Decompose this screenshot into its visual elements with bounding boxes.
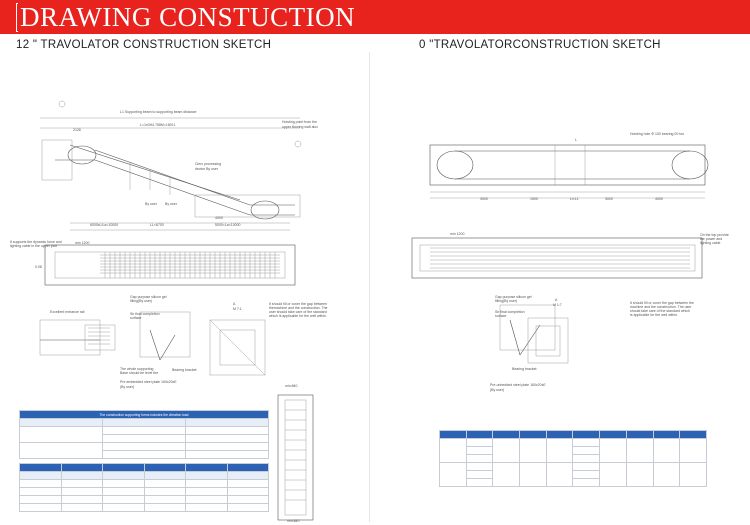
svg-text:A: A bbox=[233, 302, 236, 306]
svg-text:(By user): (By user) bbox=[490, 388, 504, 392]
svg-text:L1 Supporting beam to supporti: L1 Supporting beam to supporting beam di… bbox=[120, 110, 197, 114]
svg-text:Pre-embedded steel plate 160x2: Pre-embedded steel plate 160x20xE bbox=[120, 380, 177, 384]
column-divider bbox=[369, 52, 370, 522]
svg-text:upper flooring walt alox: upper flooring walt alox bbox=[282, 125, 318, 129]
left-detail-sketches: Excellent entrance rail Gap purpose sili… bbox=[39, 295, 328, 389]
right-plan-sketch: On the top provide the power and lightin… bbox=[411, 232, 729, 279]
svg-text:4000: 4000 bbox=[215, 216, 223, 220]
svg-text:device By user: device By user bbox=[195, 167, 219, 171]
svg-text:M 1:7: M 1:7 bbox=[553, 303, 562, 307]
svg-text:By user: By user bbox=[165, 202, 178, 206]
svg-text:filling(By user): filling(By user) bbox=[495, 299, 517, 303]
svg-text:user should take care of the s: user should take care of the standard bbox=[269, 310, 327, 314]
svg-text:5000<La<10000: 5000<La<10000 bbox=[215, 223, 241, 227]
left-height-table bbox=[19, 463, 269, 512]
right-detail-sketches: Gap purpose silicon gel filling(By user)… bbox=[490, 295, 694, 392]
svg-text:min 1200: min 1200 bbox=[75, 241, 89, 245]
svg-text:surface: surface bbox=[495, 314, 507, 318]
svg-text:which is applicable for the we: which is applicable for the well within. bbox=[269, 314, 327, 318]
svg-text:Excellent entrance rail: Excellent entrance rail bbox=[50, 310, 85, 314]
svg-text:3000: 3000 bbox=[480, 197, 488, 201]
svg-text:should take care of the standa: should take care of the standard which bbox=[630, 309, 690, 313]
svg-text:0.08: 0.08 bbox=[35, 265, 42, 269]
svg-text:It supports the dynamic force: It supports the dynamic force and bbox=[10, 240, 62, 244]
svg-text:Pre-unbedded steel plate 160x2: Pre-unbedded steel plate 160x20xE bbox=[490, 383, 546, 387]
svg-text:4000: 4000 bbox=[655, 197, 663, 201]
svg-text:surface: surface bbox=[130, 316, 142, 320]
left-vertical-plan: min:840 min:840 bbox=[277, 384, 314, 523]
svg-text:min:840: min:840 bbox=[287, 519, 300, 523]
svg-text:By user: By user bbox=[145, 202, 158, 206]
svg-text:Sir final completion: Sir final completion bbox=[495, 310, 525, 314]
svg-text:Hoisting hole Φ 100 bearing 00: Hoisting hole Φ 100 bearing 00 ton bbox=[630, 132, 684, 136]
svg-text:min:840: min:840 bbox=[285, 384, 298, 388]
svg-text:Bearing bracket: Bearing bracket bbox=[172, 368, 197, 372]
svg-text:The whole supporting: The whole supporting bbox=[120, 367, 154, 371]
right-spec-table bbox=[439, 430, 707, 487]
svg-text:3000: 3000 bbox=[605, 197, 613, 201]
svg-text:is applicable for the well wit: is applicable for the well within. bbox=[630, 313, 678, 317]
svg-text:6000xL/La<10000: 6000xL/La<10000 bbox=[90, 223, 118, 227]
svg-text:filling(By user): filling(By user) bbox=[130, 299, 152, 303]
left-elevation-sketch: L1 Supporting beam to supporting beam di… bbox=[40, 100, 318, 231]
svg-text:It should fill or cover the ga: It should fill or cover the gap between … bbox=[630, 301, 694, 305]
svg-text:Ll<L1: Ll<L1 bbox=[570, 197, 579, 201]
svg-text:2126: 2126 bbox=[73, 128, 81, 132]
svg-text:the power and: the power and bbox=[700, 237, 722, 241]
svg-text:It should fill or cover the ga: It should fill or cover the gap between bbox=[269, 302, 327, 306]
svg-text:L: L bbox=[575, 138, 577, 142]
svg-text:lighting cable: lighting cable bbox=[700, 241, 720, 245]
banner-title: DRAWING CONSTUCTION bbox=[18, 2, 358, 32]
svg-text:Bearing bracket: Bearing bracket bbox=[512, 367, 537, 371]
svg-text:themachine and the constructio: themachine and the construction. The bbox=[269, 306, 328, 310]
svg-text:(By user): (By user) bbox=[120, 385, 134, 389]
svg-text:Sir final completion: Sir final completion bbox=[130, 312, 160, 316]
right-section-heading: 0 "TRAVOLATORCONSTRUCTION SKETCH bbox=[419, 39, 661, 51]
svg-text:LL<6700: LL<6700 bbox=[150, 223, 164, 227]
left-plan-sketch: It supports the dynamic force and lighti… bbox=[10, 240, 296, 286]
left-support-table: The construction supporting forms includ… bbox=[19, 410, 270, 459]
svg-text:lighting cable in the upper pa: lighting cable in the upper part bbox=[10, 244, 57, 248]
svg-text:Gap purpose silicon gel: Gap purpose silicon gel bbox=[130, 295, 167, 299]
svg-text:On the top provide: On the top provide bbox=[700, 233, 729, 237]
svg-text:Gap purpose silicon gel: Gap purpose silicon gel bbox=[495, 295, 532, 299]
svg-text:Clerc processing: Clerc processing bbox=[195, 162, 221, 166]
left-section-heading: 12 " TRAVOLATOR CONSTRUCTION SKETCH bbox=[16, 39, 272, 51]
svg-text:min 1200: min 1200 bbox=[450, 232, 464, 236]
svg-text:1500: 1500 bbox=[530, 197, 538, 201]
svg-text:Hoisting point from the: Hoisting point from the bbox=[282, 120, 317, 124]
svg-text:A: A bbox=[555, 298, 558, 302]
svg-text:L=1x0H4.758M=180f.1: L=1x0H4.758M=180f.1 bbox=[140, 123, 176, 127]
right-elevation-sketch: Hoisting hole Φ 100 bearing 00 ton L 300… bbox=[429, 132, 709, 201]
svg-text:Base should be level the: Base should be level the bbox=[120, 371, 158, 375]
svg-text:M 7:1: M 7:1 bbox=[233, 307, 242, 311]
svg-text:machine and the construction.: machine and the construction. The user bbox=[630, 305, 692, 309]
